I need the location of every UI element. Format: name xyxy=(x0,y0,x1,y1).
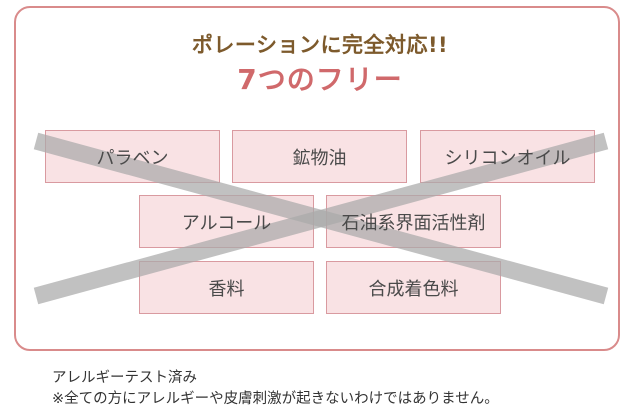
free-item-mineral-oil: 鉱物油 xyxy=(232,130,407,183)
allergy-tested-note: アレルギーテスト済み xyxy=(52,370,197,386)
disclaimer-note: ※全ての方にアレルギーや皮膚刺激が起きないわけではありません。 xyxy=(52,391,499,407)
free-item-synthetic-colorant: 合成着色料 xyxy=(326,261,501,314)
free-item-label: 合成着色料 xyxy=(368,278,459,300)
free-item-label: パラベン xyxy=(96,147,169,169)
headline: ポレーションに完全対応!! xyxy=(191,33,449,57)
free-item-label: シリコンオイル xyxy=(444,147,571,169)
free-item-petroleum-surfactant: 石油系界面活性剤 xyxy=(326,195,501,248)
free-item-paraben: パラベン xyxy=(45,130,220,183)
free-item-label: 石油系界面活性剤 xyxy=(341,212,486,234)
free-item-label: 鉱物油 xyxy=(292,147,347,169)
free-item-label: アルコール xyxy=(181,212,272,234)
free-item-silicone-oil: シリコンオイル xyxy=(420,130,595,183)
free-item-alcohol: アルコール xyxy=(139,195,314,248)
subheadline: 7つのフリー xyxy=(237,63,403,96)
free-item-fragrance: 香料 xyxy=(139,261,314,314)
free-item-label: 香料 xyxy=(208,278,245,300)
